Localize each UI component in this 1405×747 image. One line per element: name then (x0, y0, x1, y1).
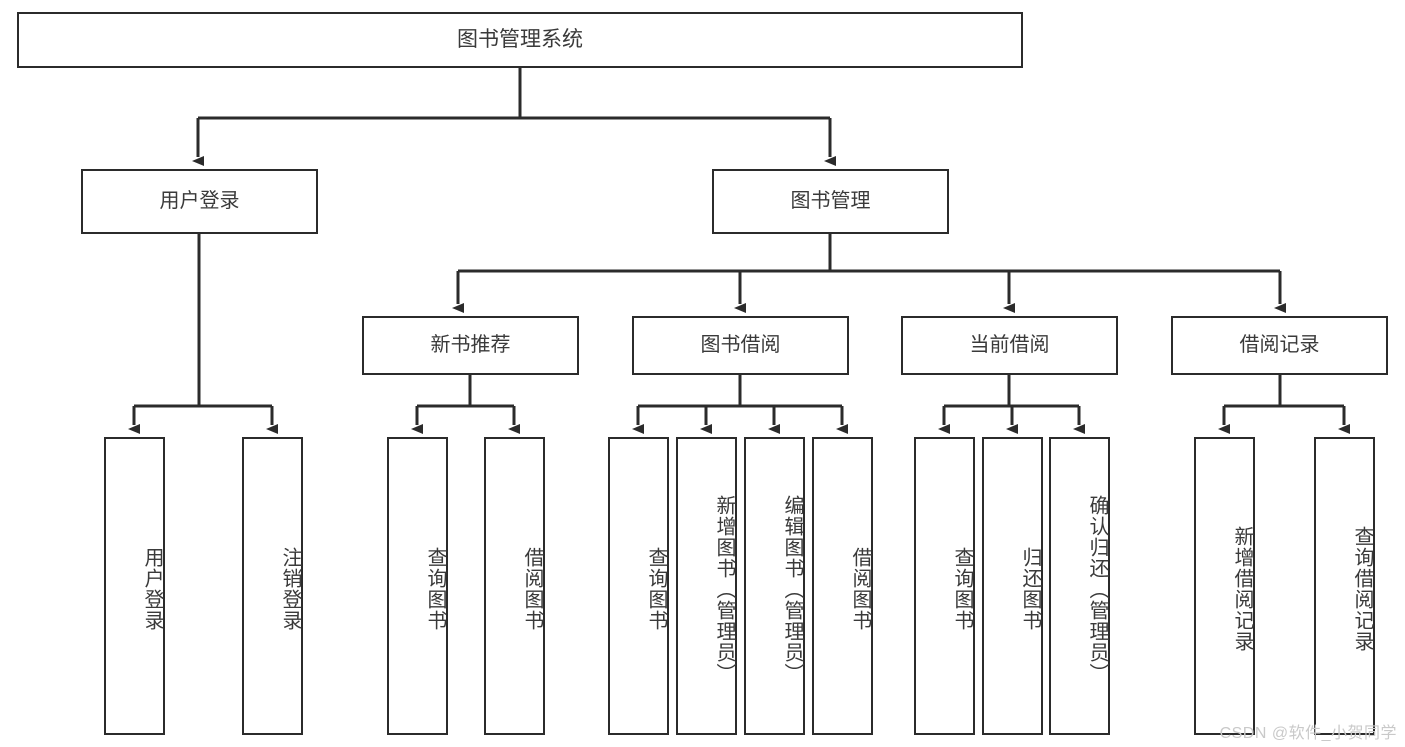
node-user-login[interactable]: 用户登录 (81, 169, 318, 234)
leaf-label: 查询图书 (951, 547, 973, 631)
leaf-label: 用户登录 (141, 547, 163, 631)
leaf-add-borrow-record[interactable]: 新增借阅记录 (1194, 437, 1255, 735)
node-root[interactable]: 图书管理系统 (17, 12, 1023, 68)
node-book-borrow[interactable]: 图书借阅 (632, 316, 849, 375)
node-current-borrow-label: 当前借阅 (969, 334, 1050, 356)
leaf-label: 新增图书（管理员） (713, 494, 735, 684)
leaf-user-login[interactable]: 用户登录 (104, 437, 165, 735)
node-current-borrow[interactable]: 当前借阅 (901, 316, 1118, 375)
leaf-label: 编辑图书（管理员） (781, 494, 803, 684)
leaf-add-book-admin[interactable]: 新增图书（管理员） (676, 437, 737, 735)
node-borrow-record[interactable]: 借阅记录 (1171, 316, 1388, 375)
leaf-label: 归还图书 (1019, 547, 1041, 631)
node-root-label: 图书管理系统 (457, 27, 583, 51)
leaf-search-borrow-record[interactable]: 查询借阅记录 (1314, 437, 1375, 735)
leaf-return-book[interactable]: 归还图书 (982, 437, 1043, 735)
node-user-login-label: 用户登录 (159, 190, 240, 212)
leaf-label: 查询借阅记录 (1351, 526, 1373, 652)
leaf-label: 查询图书 (424, 547, 446, 631)
leaf-label: 确认归还（管理员） (1086, 494, 1108, 684)
leaf-edit-book-admin[interactable]: 编辑图书（管理员） (744, 437, 805, 735)
leaf-user-logout[interactable]: 注销登录 (242, 437, 303, 735)
leaf-label: 注销登录 (279, 547, 301, 631)
csdn-watermark: CSDN @软件_小贺同学 (1219, 725, 1397, 742)
leaf-label: 借阅图书 (849, 547, 871, 631)
leaf-search-book-borrow[interactable]: 查询图书 (608, 437, 669, 735)
leaf-label: 查询图书 (645, 547, 667, 631)
leaf-search-book-recommend[interactable]: 查询图书 (387, 437, 448, 735)
leaf-borrow-book-recommend[interactable]: 借阅图书 (484, 437, 545, 735)
node-book-management[interactable]: 图书管理 (712, 169, 949, 234)
node-book-management-label: 图书管理 (790, 190, 871, 212)
leaf-label: 新增借阅记录 (1231, 526, 1253, 652)
leaf-label: 借阅图书 (521, 547, 543, 631)
leaf-confirm-return-admin[interactable]: 确认归还（管理员） (1049, 437, 1110, 735)
node-borrow-record-label: 借阅记录 (1239, 334, 1320, 356)
leaf-search-book-current[interactable]: 查询图书 (914, 437, 975, 735)
node-new-book-recommend[interactable]: 新书推荐 (362, 316, 579, 375)
node-new-book-recommend-label: 新书推荐 (430, 334, 511, 356)
node-book-borrow-label: 图书借阅 (700, 334, 781, 356)
leaf-borrow-book[interactable]: 借阅图书 (812, 437, 873, 735)
